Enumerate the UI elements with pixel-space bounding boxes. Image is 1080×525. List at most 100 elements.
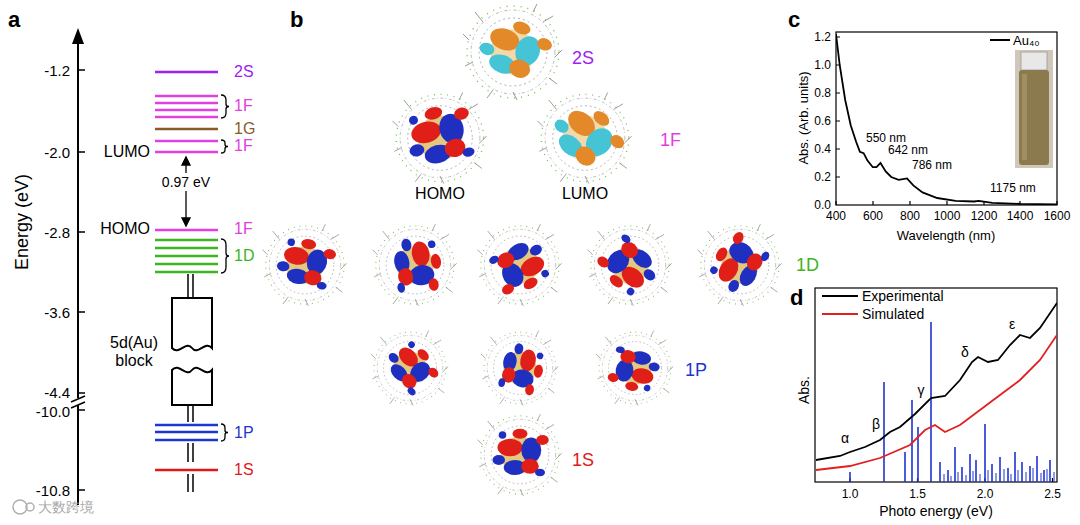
gap-arrow xyxy=(182,157,190,226)
energy-levels xyxy=(155,424,218,427)
abs-axes xyxy=(815,288,1057,482)
level-brackets xyxy=(221,239,229,273)
energy-levels xyxy=(155,116,218,119)
abs-curves xyxy=(816,303,1057,470)
tick-label: -2.8 xyxy=(44,225,70,240)
vial-photo xyxy=(1015,50,1053,168)
abs-axes xyxy=(815,288,1057,482)
energy-levels xyxy=(155,431,218,434)
tick-label: 0.8 xyxy=(814,87,831,99)
energy-levels xyxy=(155,239,218,242)
legend-sample xyxy=(822,313,858,315)
tick-label: 800 xyxy=(900,210,920,222)
tick-label: 2.5 xyxy=(1044,488,1061,500)
level-brackets xyxy=(221,140,228,153)
energy-levels xyxy=(155,263,218,266)
orbital-plots xyxy=(389,233,446,297)
frontier-label: LUMO xyxy=(104,144,150,160)
tick-label: -4.4 xyxy=(44,385,70,400)
peak-label: δ xyxy=(961,345,969,359)
panel-letter: d xyxy=(790,287,803,309)
energy-levels xyxy=(155,102,218,105)
gap-arrow xyxy=(182,157,190,165)
energy-levels xyxy=(155,255,218,258)
energy-levels xyxy=(155,469,218,472)
energy-levels xyxy=(155,128,218,131)
energy-levels xyxy=(155,151,218,154)
panel-letter: b xyxy=(290,9,303,31)
energy-levels xyxy=(155,271,218,274)
orbital-plots xyxy=(591,230,665,303)
tick-label: 1200 xyxy=(971,210,998,222)
orbital-label: 2S xyxy=(572,49,594,67)
peak-label: 786 nm xyxy=(912,159,952,171)
orbital-plots xyxy=(373,224,457,306)
level-label: 1F xyxy=(234,98,253,114)
orbital-label: HOMO xyxy=(415,186,465,202)
gap-arrow xyxy=(185,191,186,219)
orbital-label: 1P xyxy=(685,361,707,379)
orbital-plots xyxy=(497,341,547,397)
tick-label: 1600 xyxy=(1044,210,1071,222)
orbital-label: 1D xyxy=(796,256,819,274)
gap-arrow xyxy=(182,218,190,226)
orbital-plots xyxy=(606,345,662,395)
peak-label: ε xyxy=(1009,317,1015,331)
orbital-plots xyxy=(538,92,632,183)
energy-levels xyxy=(155,72,218,470)
legend-text: Simulated xyxy=(862,307,924,321)
tick-label: 1400 xyxy=(1007,210,1034,222)
spectrum-curve xyxy=(836,34,1057,204)
peak-label: γ xyxy=(918,383,925,397)
tick-label: -1.2 xyxy=(44,63,70,78)
orbital-plots xyxy=(463,4,562,100)
orbital-plots xyxy=(400,99,480,172)
peak-label: α xyxy=(841,431,849,445)
vial-photo xyxy=(1021,52,1047,70)
watermark-icon xyxy=(13,500,34,514)
level-label: 1F xyxy=(234,221,253,237)
energy-levels xyxy=(155,439,218,442)
peak-label: 550 nm xyxy=(866,132,906,144)
peak-label: 1175 nm xyxy=(990,182,1036,194)
spectrum-axes xyxy=(836,32,1057,205)
d-block xyxy=(188,274,193,492)
energy-levels xyxy=(155,247,218,250)
level-brackets xyxy=(221,424,228,441)
tick-label: 1.0 xyxy=(842,488,859,500)
tick-label: 1000 xyxy=(934,210,961,222)
panel-letter: a xyxy=(8,9,20,31)
gap-value: 0.97 eV xyxy=(162,175,210,189)
level-brackets xyxy=(221,95,229,118)
spectrum-axes xyxy=(836,32,1057,205)
orbital-plots xyxy=(704,227,773,299)
legend-text: Experimental xyxy=(862,289,944,303)
legend-sample xyxy=(822,295,858,297)
energy-axis xyxy=(71,28,85,505)
orbital-plots xyxy=(484,233,556,302)
axis-title: Abs. xyxy=(797,376,811,404)
d-block xyxy=(172,298,212,350)
level-label: 1P xyxy=(234,425,254,441)
tick-label: -10.0 xyxy=(36,404,70,419)
oscillator-sticks xyxy=(944,468,1054,482)
energy-levels xyxy=(155,229,218,232)
panel-letter: c xyxy=(788,9,800,31)
abs-curves xyxy=(816,303,1057,460)
tick-label: -2.0 xyxy=(44,145,70,160)
orbital-plots xyxy=(481,331,558,406)
orbital-plots xyxy=(474,11,556,86)
band-label: 5d(Au) block xyxy=(102,334,166,371)
energy-levels xyxy=(155,140,218,143)
orbital-plots xyxy=(493,429,549,477)
legend-text: Au₄₀ xyxy=(1013,34,1040,47)
orbital-plots xyxy=(380,335,445,400)
orbital-plots xyxy=(263,4,782,496)
orbital-plots xyxy=(698,224,782,306)
legend-sample xyxy=(990,39,1010,41)
tick-label: 0.6 xyxy=(814,115,831,127)
d-block xyxy=(172,368,212,405)
tick-label: 1.2 xyxy=(814,31,831,43)
axis-title: Abs. (Arb. units) xyxy=(797,71,810,164)
energy-levels xyxy=(155,71,218,74)
